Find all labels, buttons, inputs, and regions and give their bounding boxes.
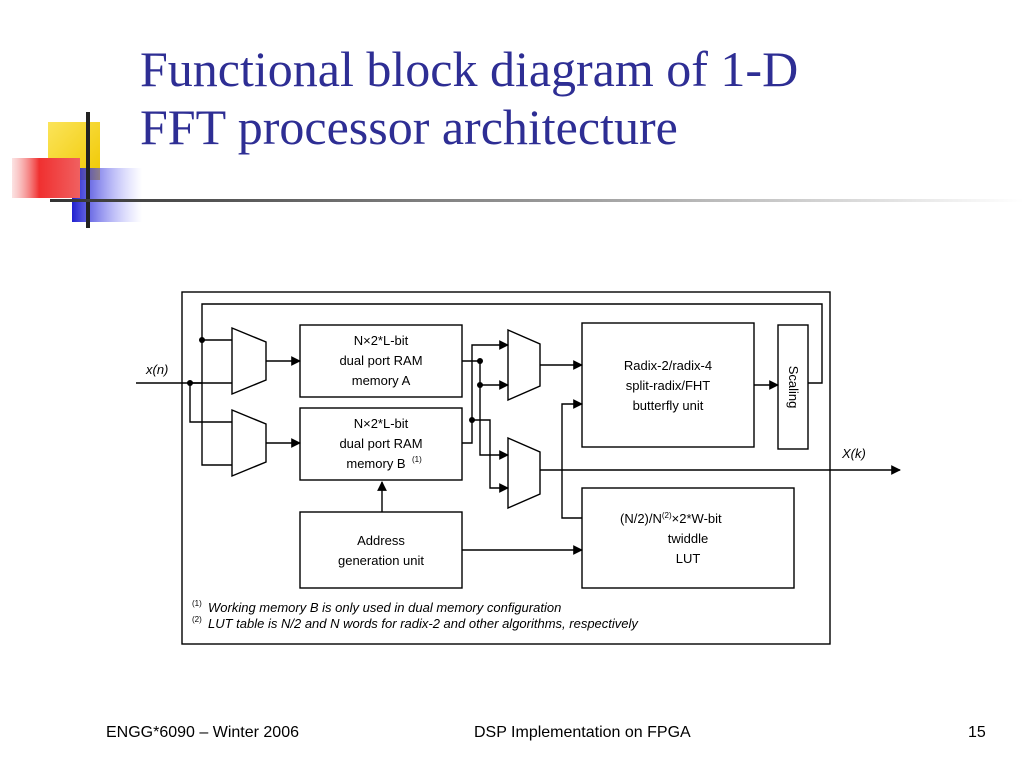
ram-b-superscript: (1) bbox=[412, 455, 422, 464]
note2-marker: (2) bbox=[192, 615, 202, 624]
ram-a-line2: dual port RAM bbox=[339, 353, 422, 368]
scaling-label: Scaling bbox=[786, 366, 801, 409]
note1-marker: (1) bbox=[192, 599, 202, 608]
butterfly-line3: butterfly unit bbox=[633, 398, 704, 413]
butterfly-line1: Radix-2/radix-4 bbox=[624, 358, 712, 373]
page-title: Functional block diagram of 1-D FFT proc… bbox=[140, 40, 798, 156]
address-unit-block bbox=[299, 511, 463, 589]
output-label: X(k) bbox=[841, 446, 866, 461]
twiddle-superscript: (2) bbox=[662, 511, 672, 520]
title-line-1: Functional block diagram of 1-D bbox=[140, 41, 799, 97]
twiddle-line3: LUT bbox=[676, 551, 701, 566]
butterfly-line2: split-radix/FHT bbox=[626, 378, 711, 393]
address-line1: Address bbox=[357, 533, 405, 548]
mux-a bbox=[231, 326, 267, 396]
twiddle-line1-a: (N/2)/N bbox=[620, 511, 662, 526]
slide-decoration bbox=[12, 112, 1024, 228]
note1-text: Working memory B is only used in dual me… bbox=[208, 600, 561, 615]
ram-b-line3: memory B bbox=[346, 456, 405, 471]
deco-red-bar bbox=[12, 158, 80, 198]
twiddle-line2: twiddle bbox=[668, 531, 708, 546]
ram-b-line2: dual port RAM bbox=[339, 436, 422, 451]
mux-b bbox=[231, 408, 267, 478]
twiddle-line1: (N/2)/N(2)×2*W-bit bbox=[620, 511, 722, 526]
twiddle-line1-b: ×2*W-bit bbox=[672, 511, 722, 526]
mux-d bbox=[507, 436, 541, 510]
footer-page-number: 15 bbox=[968, 724, 986, 741]
diagram-frame bbox=[181, 291, 831, 645]
twiddle-block bbox=[581, 487, 795, 589]
address-line2: generation unit bbox=[338, 553, 424, 568]
ram-a-line1: N×2*L-bit bbox=[354, 333, 409, 348]
input-label: x(n) bbox=[145, 362, 168, 377]
title-underline bbox=[50, 199, 1024, 202]
title-line-2: FFT processor architecture bbox=[140, 99, 678, 155]
feedback-wire bbox=[201, 303, 823, 384]
ram-b-line1: N×2*L-bit bbox=[354, 416, 409, 431]
mux-c bbox=[507, 328, 541, 402]
deco-blue-square bbox=[72, 168, 142, 222]
ram-b-block bbox=[299, 407, 463, 481]
footer-subject: DSP Implementation on FPGA bbox=[474, 724, 691, 741]
note2-text: LUT table is N/2 and N words for radix-2… bbox=[208, 616, 639, 631]
ram-a-line3: memory A bbox=[352, 373, 411, 388]
footer-course: ENGG*6090 – Winter 2006 bbox=[106, 724, 299, 741]
